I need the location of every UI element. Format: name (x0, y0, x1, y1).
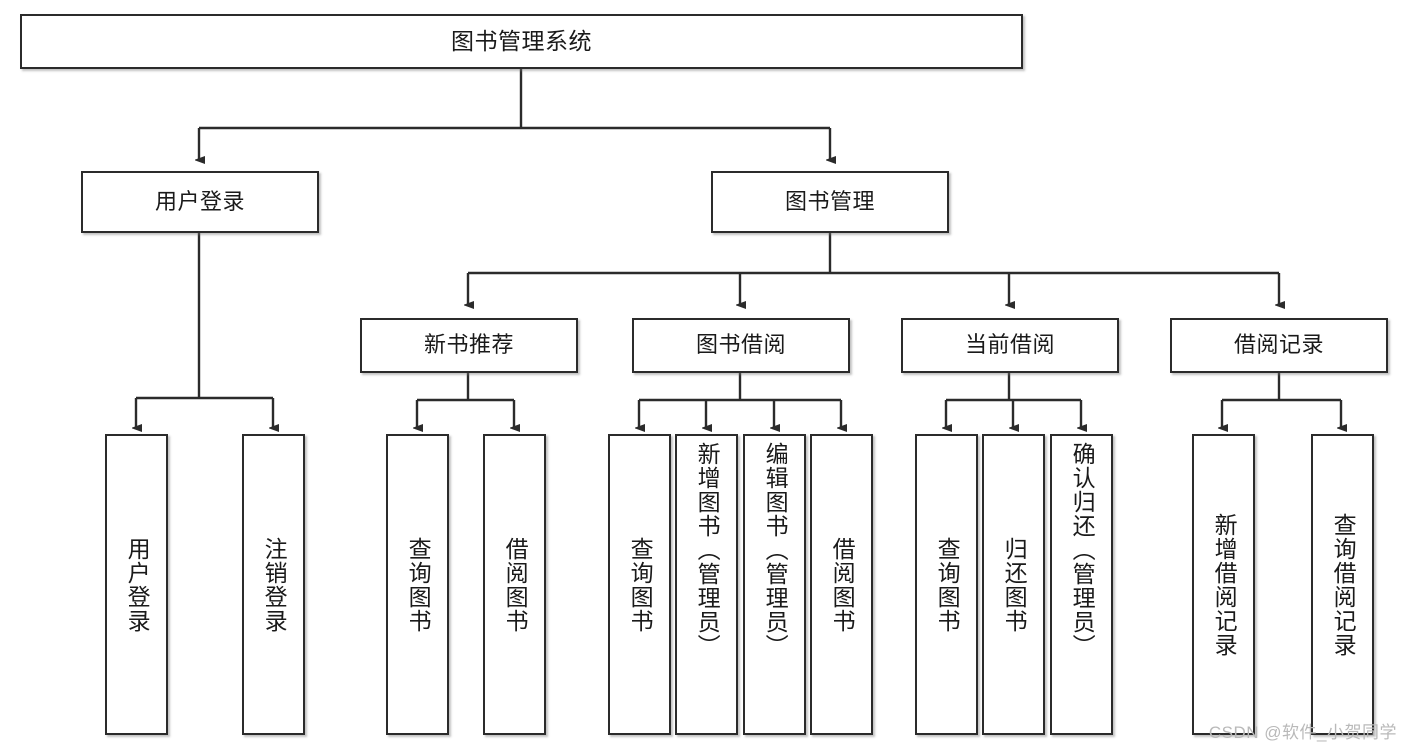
node-book-management[interactable]: 图书管理 (711, 171, 949, 233)
leaf-borrow-book-recommend[interactable]: 借阅图书 (483, 434, 546, 735)
node-label: 借阅记录 (1233, 332, 1324, 358)
node-label: 新增图书（管理员） (694, 442, 721, 658)
node-label: 借阅图书 (829, 536, 856, 633)
leaf-logout-login[interactable]: 注销登录 (242, 434, 305, 735)
node-new-book-recommend[interactable]: 新书推荐 (360, 318, 578, 373)
leaf-query-book-current[interactable]: 查询图书 (915, 434, 978, 735)
node-label: 归还图书 (1001, 536, 1028, 633)
node-label: 查询图书 (405, 536, 432, 633)
node-label: 查询图书 (627, 536, 654, 633)
leaf-query-book-recommend[interactable]: 查询图书 (386, 434, 449, 735)
node-label: 图书管理系统 (451, 27, 592, 54)
node-label: 图书借阅 (695, 332, 786, 358)
node-label: 当前借阅 (964, 332, 1055, 358)
node-label: 确认归还（管理员） (1069, 442, 1096, 658)
node-user-login[interactable]: 用户登录 (81, 171, 319, 233)
node-root-system[interactable]: 图书管理系统 (20, 14, 1023, 69)
leaf-add-borrow-record[interactable]: 新增借阅记录 (1192, 434, 1255, 735)
leaf-user-login[interactable]: 用户登录 (105, 434, 168, 735)
leaf-confirm-return-admin[interactable]: 确认归还（管理员） (1050, 434, 1113, 735)
leaf-edit-book-admin[interactable]: 编辑图书（管理员） (743, 434, 806, 735)
node-label: 注销登录 (261, 536, 288, 633)
leaf-borrow-book[interactable]: 借阅图书 (810, 434, 873, 735)
node-label: 查询借阅记录 (1330, 512, 1357, 657)
node-label: 新增借阅记录 (1211, 512, 1238, 657)
node-label: 用户登录 (124, 536, 151, 633)
leaf-add-book-admin[interactable]: 新增图书（管理员） (675, 434, 738, 735)
node-label: 查询图书 (934, 536, 961, 633)
leaf-query-book-borrow[interactable]: 查询图书 (608, 434, 671, 735)
leaf-query-borrow-record[interactable]: 查询借阅记录 (1311, 434, 1374, 735)
node-borrow-record[interactable]: 借阅记录 (1170, 318, 1388, 373)
watermark-text: CSDN @软件_小贺同学 (1208, 723, 1397, 742)
node-current-borrow[interactable]: 当前借阅 (901, 318, 1119, 373)
node-label: 借阅图书 (502, 536, 529, 633)
node-book-borrow[interactable]: 图书借阅 (632, 318, 850, 373)
node-label: 用户登录 (154, 188, 245, 214)
node-label: 新书推荐 (423, 332, 514, 358)
node-label: 图书管理 (784, 188, 875, 214)
node-label: 编辑图书（管理员） (762, 442, 789, 658)
leaf-return-book[interactable]: 归还图书 (982, 434, 1045, 735)
